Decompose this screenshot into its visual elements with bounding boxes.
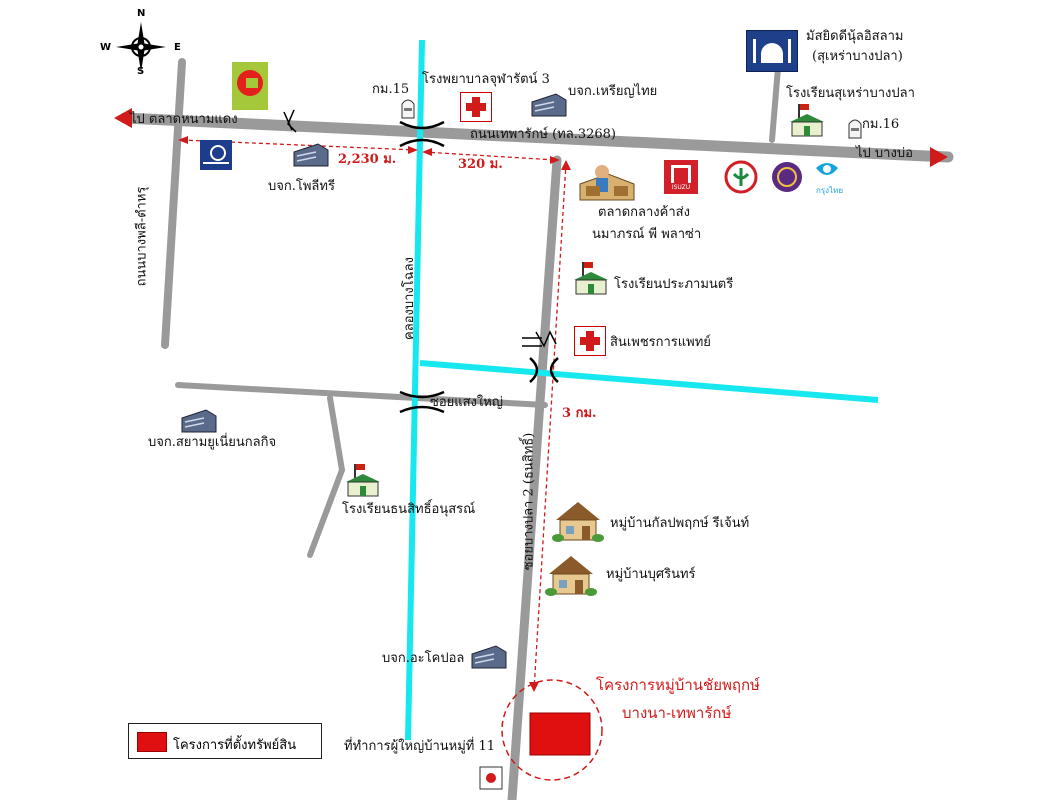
soi-bangpla-label: ซอยบางปลา 2 (ธนสิทธิ์) (521, 432, 537, 571)
road-branch (307, 395, 346, 558)
road-bangphli (161, 58, 186, 349)
bigc-logo (232, 62, 268, 110)
school-praphamontri-label: โรงเรียนประภามนตรี (614, 277, 734, 292)
clinic-cross-icon (574, 326, 606, 356)
house-icon (545, 556, 597, 596)
distance-lines (178, 136, 571, 692)
school-icon (790, 104, 824, 137)
compass-icon (116, 22, 166, 72)
compass-east: E (174, 42, 181, 53)
mosque-label-2: (สุเหร่าบางปลา) (812, 49, 903, 64)
project-label-2: บางนา-เทพารักษ์ (622, 704, 732, 722)
mosque-label-1: มัสยิดดีนุ้ลอิสลาม (806, 29, 904, 44)
school-thanasit-label: โรงเรียนธนสิทธิ์อนุสรณ์ (342, 502, 476, 517)
road-bangpla2 (507, 155, 562, 800)
compass-west: W (100, 42, 112, 53)
canal-label: คลองบางโฉลง (401, 257, 417, 340)
legend-swatch (137, 732, 167, 752)
to-bangbo-label: ไป บางบ่อ (856, 146, 913, 161)
bangphli-road-label: ถนนบางพลี-ตำหรุ (134, 186, 150, 287)
market-label-2: นมาภรณ์ พี พลาซ่า (592, 227, 702, 242)
house-icon (552, 502, 604, 542)
project-circle (501, 679, 603, 781)
km15-label: กม.15 (372, 82, 410, 97)
school-icon (346, 464, 380, 497)
legend: โครงการที่ตั้งทรัพย์สิน (128, 723, 322, 759)
village-busarin-label: หมู่บ้านบุศรินทร์ (606, 567, 696, 582)
hospital-label: โรงพยาบาลจุฬารัตน์ 3 (422, 72, 550, 87)
isuzu-logo: ISUZU (664, 160, 698, 194)
building-icon (531, 93, 567, 117)
company-siam-label: บจก.สยามยูเนี่ยนกลกิจ (148, 435, 277, 450)
market-label-1: ตลาดกลางค้าส่ง (598, 205, 690, 220)
market-icon (579, 165, 635, 201)
company-akopol-label: บจก.อะโคปอล (382, 651, 465, 666)
mosque-icon (746, 30, 798, 72)
roads (119, 58, 954, 800)
milestone-icon (401, 99, 415, 119)
to-market-label: ไป ตลาดหนามแดง (130, 112, 238, 127)
school-surao-label: โรงเรียนสุเหร่าบางปลา (786, 86, 915, 101)
km16-label: กม.16 (862, 117, 900, 132)
ktb-logo (816, 163, 838, 175)
main-road (119, 112, 954, 163)
project-marker (529, 712, 591, 756)
milestone-icon (848, 119, 862, 139)
distance-3km: 3 กม. (562, 406, 597, 421)
compass-south: S (137, 66, 145, 77)
school-icon (574, 262, 608, 295)
distance-2230: 2,230 ม. (338, 152, 397, 167)
project-label-1: โครงการหมู่บ้านชัยพฤกษ์ (596, 676, 760, 694)
office-dot-icon (486, 773, 496, 783)
headman-office-label: ที่ทำการผู้ใหญ่บ้านหมู่ที่ 11 (344, 739, 496, 754)
scb-logo (772, 162, 802, 192)
compass-north: N (137, 8, 146, 19)
arrow-east-icon (930, 147, 948, 167)
road-break-icon (283, 109, 557, 348)
clinic-label: สินเพชรการแพทย์ (610, 335, 711, 350)
building-icon (293, 143, 329, 167)
soi-saeng-label: ซอยแสงใหญ่ (430, 395, 503, 410)
kasikorn-logo (724, 160, 758, 194)
bangkok-bank-logo (200, 140, 232, 170)
canal (405, 39, 879, 741)
company-polytree-label: บจก.โพลีทรี (268, 179, 335, 194)
road-mosque (769, 65, 781, 143)
building-icon (471, 645, 507, 669)
ktb-label: กรุงไทย (816, 186, 844, 195)
bridge-icon (399, 120, 559, 414)
legend-label: โครงการที่ตั้งทรัพย์สิน (173, 738, 297, 753)
company-charoen-label: บจก.เหรียญไทย (568, 84, 658, 99)
road-soi-saeng (175, 382, 548, 408)
building-icon (181, 409, 217, 433)
village-kalpapruek-label: หมู่บ้านกัลปพฤกษ์ รีเจ้นท์ (610, 516, 750, 531)
main-road-label: ถนนเทพารักษ์ (ทล.3268) (470, 127, 616, 142)
hospital-icon (460, 92, 492, 122)
arrow-west-icon (114, 108, 132, 128)
distance-320: 320 ม. (458, 157, 503, 172)
